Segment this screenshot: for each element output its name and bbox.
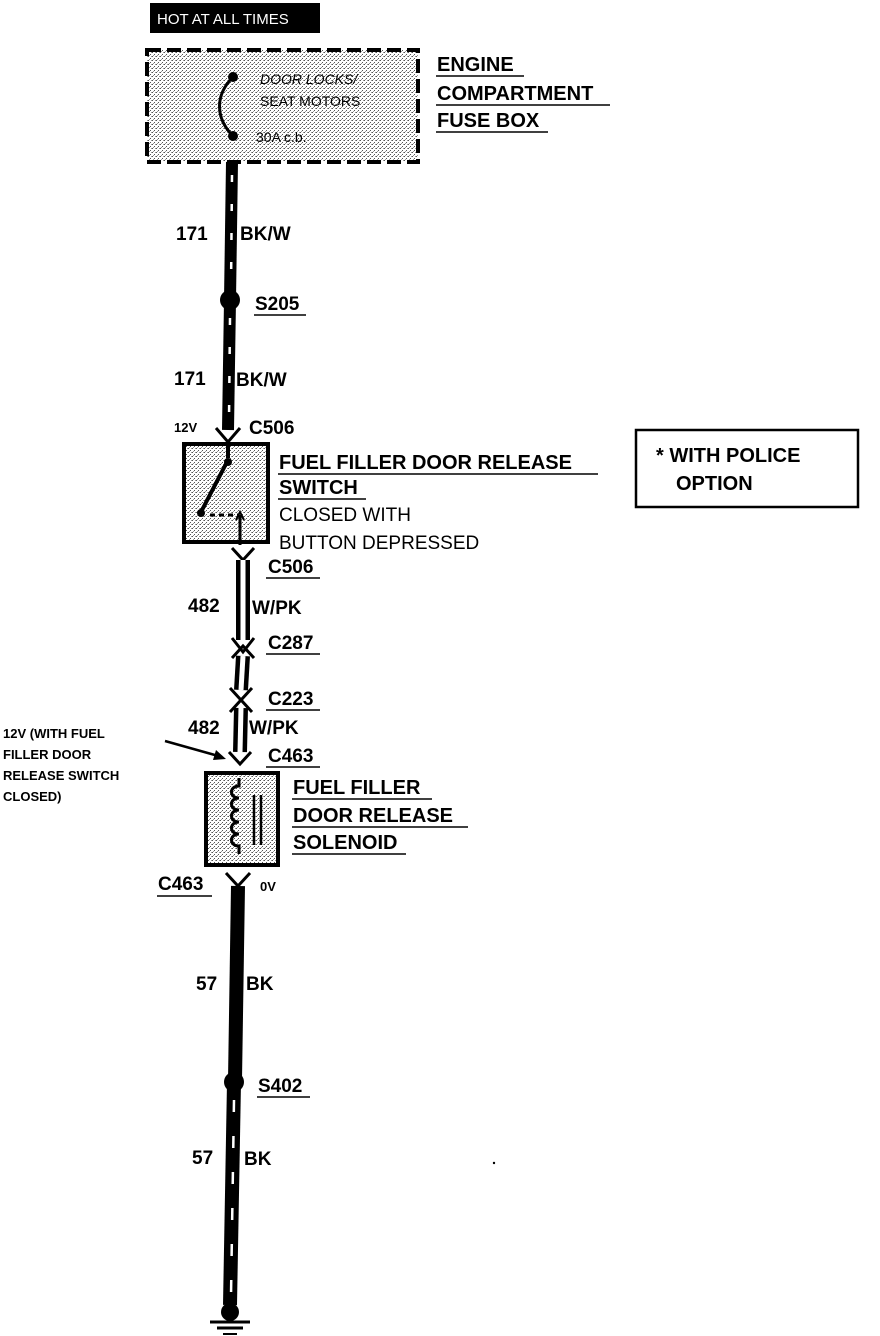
connector-c223: C223 (228, 686, 320, 714)
engine-compartment-fuse-box: DOOR LOCKS/ SEAT MOTORS 30A c.b. (145, 48, 420, 164)
solenoid-title-line3: SOLENOID (293, 832, 397, 854)
wire-171-upper-color: BK/W (240, 224, 291, 245)
fuse-box-title-line2: COMPARTMENT (437, 83, 593, 105)
switch-input-connector: C506 (249, 418, 294, 439)
police-note-line2: OPTION (676, 473, 753, 495)
switch-note-line2: BUTTON DEPRESSED (279, 533, 479, 554)
switch-contact-icon (199, 459, 230, 513)
wire-482-lower-color: W/PK (249, 718, 299, 739)
fuse-box-title: ENGINE COMPARTMENT FUSE BOX (436, 54, 610, 133)
connector-c463-output: C463 0V (157, 871, 276, 897)
wire-482-upper-color: W/PK (252, 598, 302, 619)
switch-output-connector: C506 (268, 557, 313, 578)
switch-note-line1: CLOSED WITH (279, 505, 411, 526)
switch-title: FUEL FILLER DOOR RELEASE SWITCH CLOSED W… (278, 452, 598, 554)
switch-title-line1: FUEL FILLER DOOR RELEASE (279, 452, 572, 474)
fuse-circuit-name-line2: SEAT MOTORS (260, 93, 360, 109)
solenoid-title-line1: FUEL FILLER (293, 777, 421, 799)
circuit-breaker-icon (218, 75, 235, 138)
switch-input-voltage: 12V (174, 420, 197, 435)
wire-57-upper-circuit: 57 (196, 974, 217, 995)
splice-s205-label: S205 (255, 294, 300, 315)
connector-c463-input: C463 (227, 746, 320, 768)
ground-icon (210, 1303, 250, 1335)
wire-57-upper-color: BK (246, 974, 274, 995)
wire-57-upper: 57 BK (196, 885, 274, 1081)
solenoid-title-line2: DOOR RELEASE (293, 805, 453, 827)
connector-c506-output: C506 (230, 546, 320, 579)
wire-57-lower-color: BK (244, 1149, 272, 1170)
wire-171-upper: 171 BK/W (176, 161, 291, 301)
voltage-note-line3: RELEASE SWITCH (3, 768, 119, 783)
wire-171-upper-circuit: 171 (176, 224, 208, 245)
connector-c287-label: C287 (268, 633, 313, 654)
connector-c287: C287 (230, 633, 320, 660)
switch-title-line2: SWITCH (279, 477, 358, 499)
wire-171-lower: 171 BK/W (174, 299, 287, 431)
fuse-rating: 30A c.b. (256, 129, 307, 145)
police-option-note: * WITH POLICE OPTION (634, 428, 860, 509)
wire-482-middle (234, 655, 250, 691)
voltage-note-line4: CLOSED) (3, 789, 62, 804)
wire-482-lower-circuit: 482 (188, 718, 220, 739)
fuse-box-title-line1: ENGINE (437, 54, 514, 76)
solenoid-output-connector: C463 (158, 874, 203, 895)
wire-171-lower-circuit: 171 (174, 369, 206, 390)
speck (492, 1161, 496, 1165)
hot-at-all-times-text: HOT AT ALL TIMES (157, 11, 289, 28)
police-note-line1: * WITH POLICE (656, 445, 800, 467)
solenoid-input-connector: C463 (268, 746, 313, 767)
solenoid-coil-icon (230, 778, 241, 854)
wire-171-lower-color: BK/W (236, 370, 287, 391)
fuel-filler-door-release-solenoid (204, 771, 280, 867)
voltage-note: 12V (WITH FUEL FILLER DOOR RELEASE SWITC… (3, 726, 226, 804)
fuse-circuit-name-line1: DOOR LOCKS/ (260, 71, 359, 87)
voltage-note-line1: 12V (WITH FUEL (3, 726, 105, 741)
wire-482-upper: 482 W/PK (188, 560, 302, 640)
wire-57-lower-circuit: 57 (192, 1148, 213, 1169)
fuel-filler-door-release-switch (182, 442, 270, 545)
wire-57-lower: 57 BK (192, 1081, 272, 1306)
voltage-note-line2: FILLER DOOR (3, 747, 92, 762)
hot-at-all-times-label: HOT AT ALL TIMES (150, 3, 320, 33)
connector-c506-input: 12V C506 (174, 418, 294, 445)
wire-482-upper-circuit: 482 (188, 596, 220, 617)
splice-s402-label: S402 (258, 1076, 302, 1097)
fuse-box-title-line3: FUSE BOX (437, 110, 540, 132)
voltage-note-arrow (164, 739, 223, 759)
solenoid-output-voltage: 0V (260, 879, 276, 894)
solenoid-title: FUEL FILLER DOOR RELEASE SOLENOID (292, 777, 468, 855)
wire-482-lower: 482 W/PK (188, 707, 299, 753)
connector-c223-label: C223 (268, 689, 313, 710)
